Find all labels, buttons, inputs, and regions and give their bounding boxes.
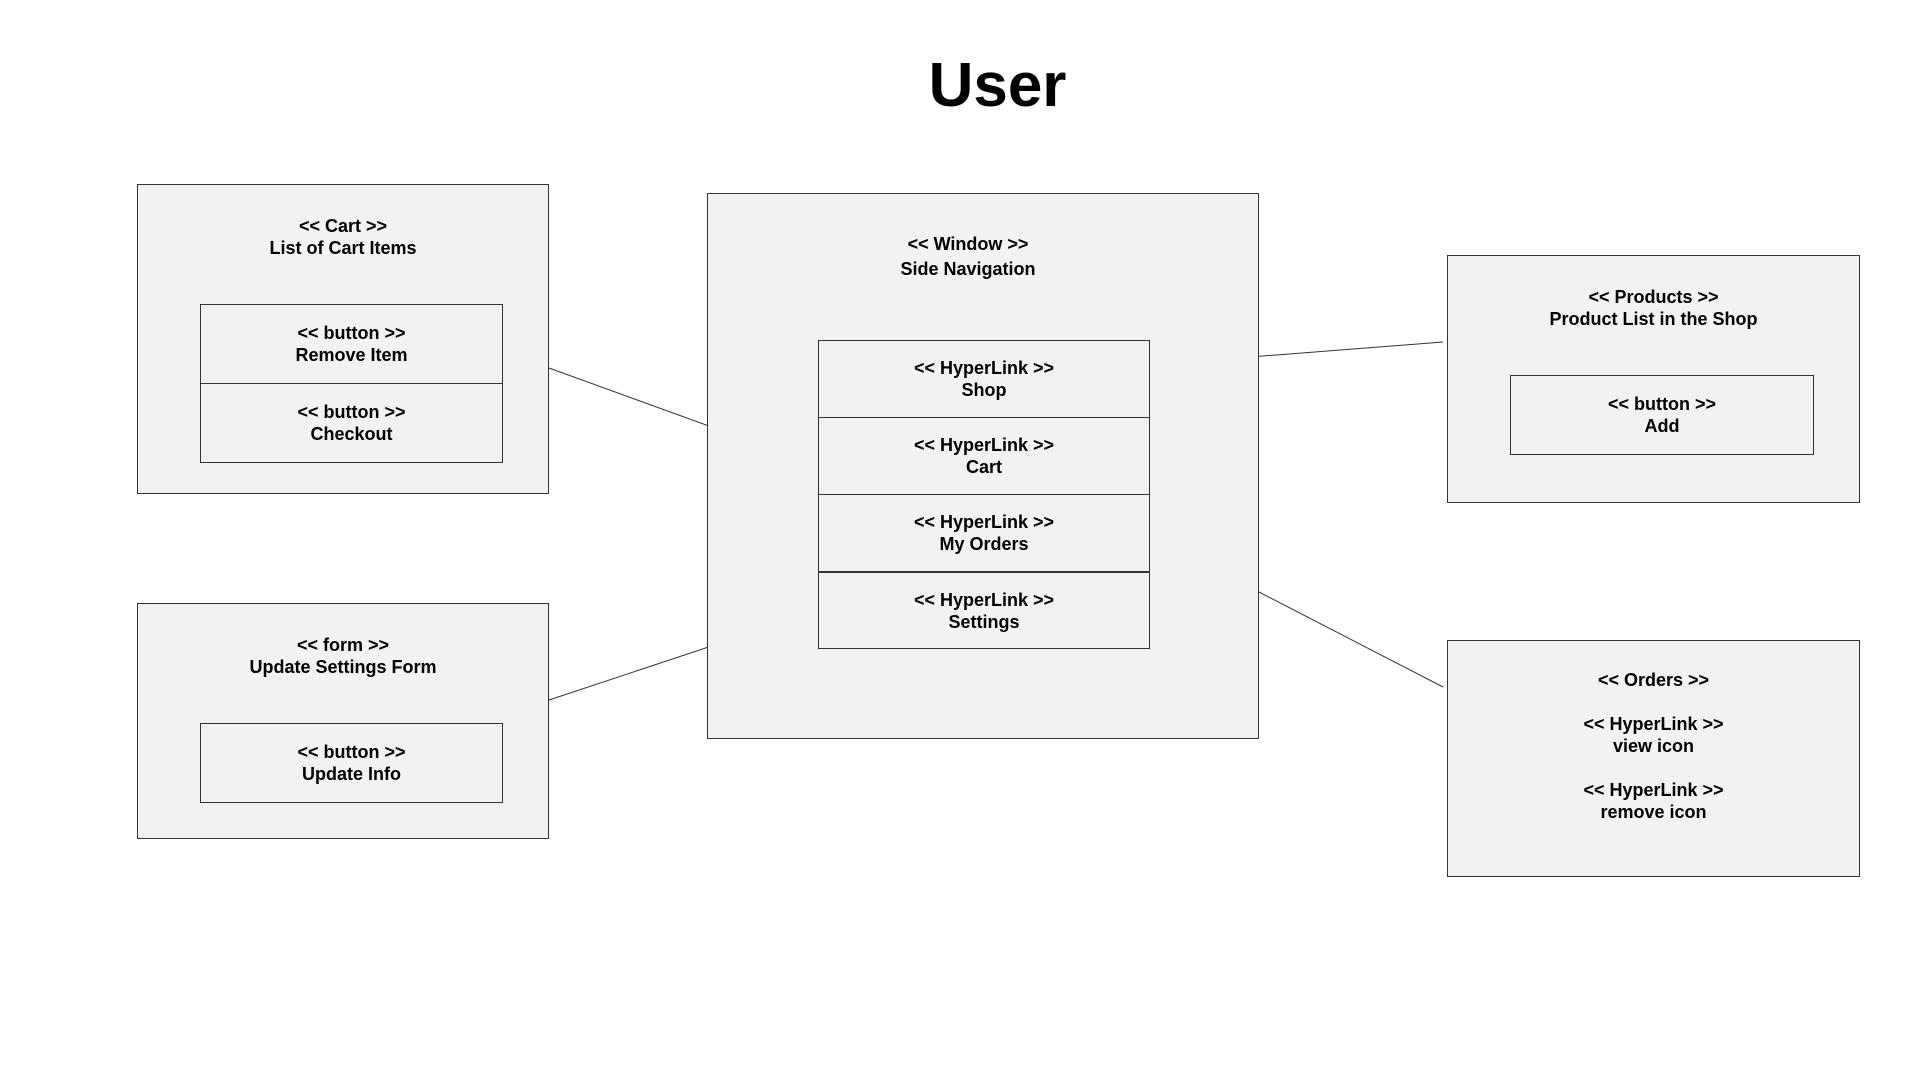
button-label: Update Info: [302, 764, 401, 784]
button-label: Add: [1644, 416, 1680, 436]
link-stereotype: << HyperLink >>: [913, 435, 1055, 455]
orders-component: << Orders >> << HyperLink >> view icon <…: [1447, 640, 1860, 877]
cart-link: << HyperLink >> Cart: [818, 417, 1150, 495]
link-label: view icon: [1612, 736, 1695, 756]
link-stereotype: << HyperLink >>: [1583, 780, 1724, 800]
settings-form-stereotype: << form >>: [296, 635, 390, 655]
link-stereotype: << HyperLink >>: [1583, 714, 1724, 734]
products-component: << Products >> Product List in the Shop …: [1447, 255, 1860, 503]
window-stereotype: << Window >>: [907, 234, 1029, 254]
checkout-button: << button >> Checkout: [200, 383, 503, 463]
button-label: Checkout: [310, 424, 393, 444]
window-header: << Window >> Side Navigation: [708, 233, 1228, 280]
link-label: Shop: [961, 380, 1007, 400]
settings-form-component: << form >> Update Settings Form << butto…: [137, 603, 549, 839]
diagram-title: User: [928, 51, 1067, 120]
products-name: Product List in the Shop: [1549, 309, 1758, 329]
button-label: Remove Item: [295, 345, 408, 365]
orders-remove-icon-link: << HyperLink >> remove icon: [1448, 779, 1859, 823]
my-orders-link: << HyperLink >> My Orders: [818, 494, 1150, 572]
cart-header: << Cart >> List of Cart Items: [138, 215, 548, 259]
remove-item-button: << button >> Remove Item: [200, 304, 503, 384]
add-button: << button >> Add: [1510, 375, 1814, 455]
link-stereotype: << HyperLink >>: [913, 512, 1055, 532]
button-stereotype: << button >>: [297, 742, 406, 762]
settings-form-header: << form >> Update Settings Form: [138, 634, 548, 678]
link-label: Settings: [948, 611, 1020, 632]
link-stereotype: << HyperLink >>: [913, 589, 1055, 610]
orders-stereotype: << Orders >>: [1597, 670, 1710, 690]
link-label: remove icon: [1600, 802, 1707, 822]
products-header: << Products >> Product List in the Shop: [1448, 286, 1859, 330]
orders-header: << Orders >>: [1448, 669, 1859, 691]
window-name: Side Navigation: [900, 259, 1036, 279]
products-stereotype: << Products >>: [1588, 287, 1719, 307]
shop-link: << HyperLink >> Shop: [818, 340, 1150, 418]
link-stereotype: << HyperLink >>: [913, 358, 1055, 378]
settings-form-name: Update Settings Form: [249, 657, 437, 677]
orders-view-icon-link: << HyperLink >> view icon: [1448, 713, 1859, 757]
button-stereotype: << button >>: [297, 402, 406, 422]
diagram-title-wrap: User: [0, 46, 1920, 126]
cart-component: << Cart >> List of Cart Items << button …: [137, 184, 549, 494]
window-component: << Window >> Side Navigation << HyperLin…: [707, 193, 1259, 739]
cart-stereotype: << Cart >>: [298, 216, 388, 236]
button-stereotype: << button >>: [297, 323, 406, 343]
link-label: My Orders: [939, 534, 1029, 554]
button-stereotype: << button >>: [1607, 394, 1717, 414]
link-label: Cart: [965, 457, 1002, 477]
update-info-button: << button >> Update Info: [200, 723, 503, 803]
settings-link: << HyperLink >> Settings: [818, 572, 1150, 649]
cart-name: List of Cart Items: [269, 238, 417, 258]
